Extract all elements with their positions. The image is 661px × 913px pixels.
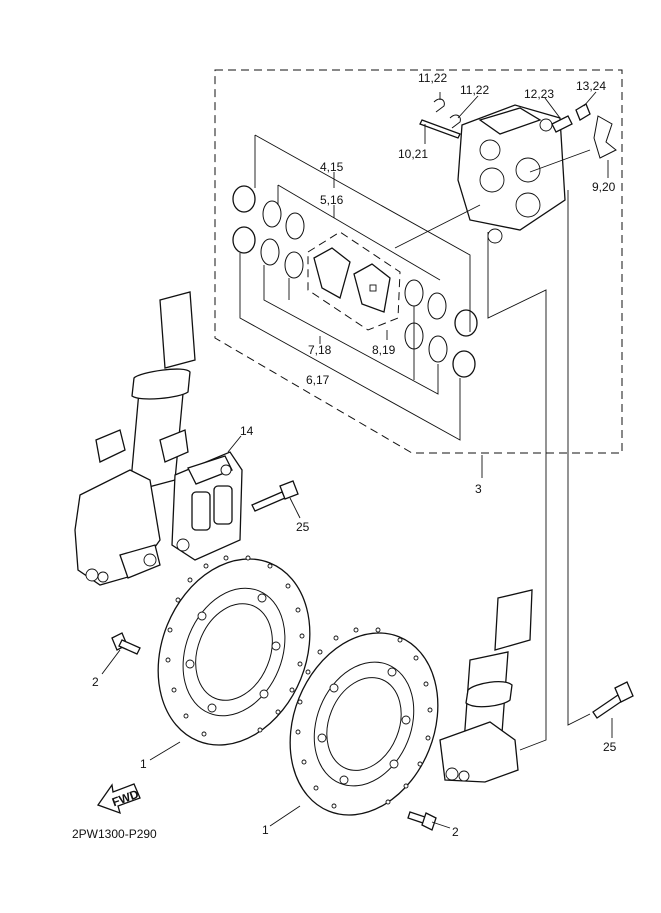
brake-caliper-assembly [171,451,243,561]
caliper-assembly-frame [214,69,623,454]
callout-7-18: 7,18 [308,343,332,357]
callout-2-left: 2 [92,675,99,689]
right-fork-leg [439,589,533,783]
callout-11-22-b: 11,22 [460,83,489,97]
fwd-arrow-icon: FWD [96,783,141,815]
seals-right [404,279,448,363]
seals-left [260,200,305,279]
callout-2-right: 2 [452,825,459,839]
brake-disc-right [289,627,439,816]
caliper-body-exploded [457,104,566,244]
bleed-screw [551,115,573,133]
bleed-cap [575,103,591,121]
callout-5-16: 5,16 [320,193,344,207]
pad-pin [419,119,461,139]
callout-13-24: 13,24 [576,79,606,93]
disc-bolt-right [407,811,437,831]
fwd-label: FWD [110,787,141,810]
callout-11-22-a: 11,22 [418,71,447,85]
callout-leaders [101,91,613,829]
pin-clip-a [433,98,445,113]
brake-pads [313,247,391,313]
callout-14: 14 [240,424,254,438]
caliper-bolt-right [592,681,634,719]
callout-1-right: 1 [262,823,269,837]
diagram-code: 2PW1300-P290 [72,827,157,841]
callout-6-17: 6,17 [306,373,330,387]
pistons-left [232,185,256,254]
callout-4-15: 4,15 [320,160,344,174]
pistons-right [452,309,478,378]
callout-12-23: 12,23 [524,87,554,101]
callout-25-left: 25 [296,520,310,534]
pin-clip-b [449,114,461,129]
callout-9-20: 9,20 [592,180,616,194]
pad-set-outline [307,231,401,331]
caliper-bolt-left [251,480,299,512]
group-leader-lines [239,134,591,751]
callout-10-21: 10,21 [398,147,428,161]
callout-3: 3 [475,482,482,496]
callout-1-left: 1 [140,757,147,771]
pad-spring [593,115,617,159]
brake-disc-left [157,555,311,746]
callout-8-19: 8,19 [372,343,396,357]
callout-25-right: 25 [603,740,617,754]
disc-bolt-left [111,632,141,655]
